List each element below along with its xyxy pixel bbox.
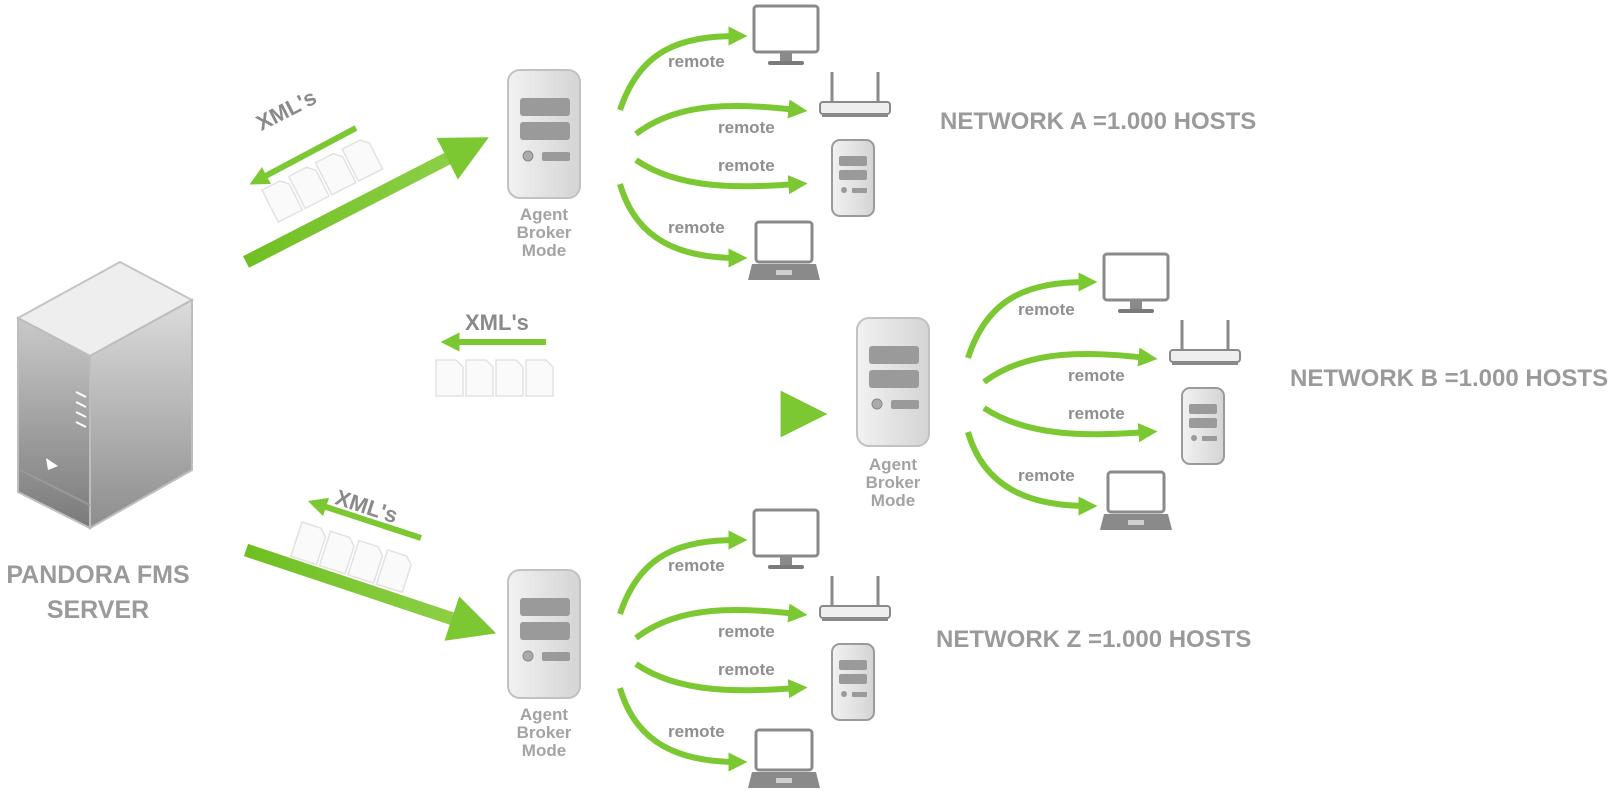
pandora-server-icon — [15, 260, 195, 530]
remote-arrow — [617, 26, 748, 111]
remote-label: remote — [668, 722, 725, 741]
remote-label: remote — [1068, 366, 1125, 385]
xml-documents-b — [435, 359, 554, 397]
remote-label: remote — [718, 156, 775, 175]
remote-arrow — [634, 99, 808, 137]
tower-computer-icon — [1181, 387, 1225, 465]
router-icon — [1169, 320, 1241, 365]
remote-label: remote — [1018, 300, 1075, 319]
remote-label: remote — [718, 118, 775, 137]
xml-label: XML's — [465, 310, 529, 335]
remote-arrow — [965, 272, 1098, 359]
server-title: PANDORA FMS SERVER — [0, 558, 196, 628]
arrow-to-broker-a — [243, 137, 489, 268]
broker-tower-icon — [856, 317, 930, 447]
network-z-label: NETWORK Z =1.000 HOSTS — [936, 626, 1252, 653]
xml-documents-a — [260, 139, 384, 224]
xml-documents-z — [289, 521, 412, 594]
remote-label: remote — [668, 556, 725, 575]
network-a-label: NETWORK A =1.000 HOSTS — [940, 108, 1257, 135]
server-title-line2: SERVER — [46, 596, 150, 624]
remote-label: remote — [718, 622, 775, 641]
router-icon — [819, 72, 891, 117]
remote-arrow — [634, 661, 808, 699]
remote-label: remote — [718, 660, 775, 679]
network-b-label: NETWORK B =1.000 HOSTS — [1290, 365, 1609, 392]
monitor-icon — [752, 508, 820, 569]
broker-tower-icon — [507, 69, 581, 199]
router-icon — [819, 576, 891, 621]
remote-arrow — [634, 157, 808, 195]
remote-arrow — [982, 347, 1158, 385]
tower-computer-icon — [831, 139, 875, 217]
broker-label: Agent Broker Mode — [516, 705, 572, 760]
remote-label: remote — [1018, 466, 1075, 485]
server-title-line1: PANDORA FMS — [6, 561, 190, 589]
remote-label: remote — [668, 52, 725, 71]
remote-arrow — [617, 530, 748, 615]
tower-computer-icon — [831, 643, 875, 721]
laptop-icon — [1100, 470, 1172, 530]
broker-tower-icon — [507, 569, 581, 699]
monitor-icon — [1102, 252, 1170, 313]
remote-arrow — [634, 603, 808, 641]
monitor-icon — [752, 4, 820, 65]
remote-label: remote — [668, 218, 725, 237]
xml-arrow-z — [307, 497, 422, 541]
laptop-icon — [748, 728, 820, 788]
broker-label: Agent Broker Mode — [516, 205, 572, 260]
broker-label: Agent Broker Mode — [865, 455, 921, 510]
remote-arrow — [982, 405, 1158, 443]
laptop-icon — [748, 220, 820, 280]
remote-label: remote — [1068, 404, 1125, 423]
remote-arrow — [965, 431, 1098, 516]
remote-arrow — [617, 687, 748, 772]
remote-arrow — [617, 183, 748, 268]
arrow-to-broker-z — [243, 543, 497, 641]
xml-arrow-a — [249, 125, 358, 185]
